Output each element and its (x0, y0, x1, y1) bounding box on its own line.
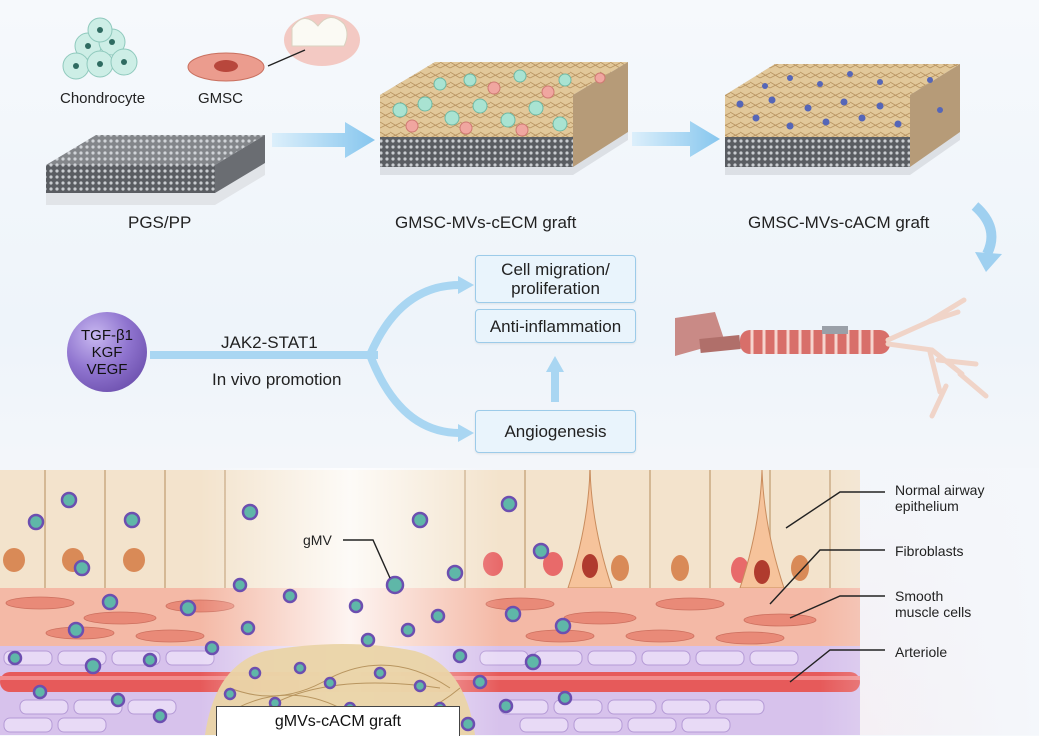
process-arrow-2 (632, 121, 720, 157)
gmv-vesicles (7, 491, 573, 732)
fibroblasts-label: Fibroblasts (895, 543, 964, 559)
chondrocyte-label: Chondrocyte (60, 90, 146, 107)
leader-lines (343, 491, 885, 683)
chondrocyte-cluster-icon (62, 17, 138, 80)
smooth-muscle-label: Smooth muscle cells (895, 588, 971, 620)
factor-tgf: TGF-β1 (81, 326, 133, 344)
jak2-stat1-label: JAK2-STAT1 (221, 333, 318, 352)
epithelium-label-line2: epithelium (895, 498, 959, 514)
pathway-arrows (150, 281, 559, 437)
smooth-muscle-label-line2: muscle cells (895, 604, 972, 620)
epithelium-label: Normal airway epithelium (895, 482, 984, 514)
implant-curve-arrow (971, 202, 997, 257)
growth-factor-sphere: TGF-β1 KGF VEGF (67, 312, 147, 392)
factor-vegf: VEGF (86, 360, 128, 378)
epithelium-label-line1: Normal airway (895, 482, 985, 498)
acm-graft-label: GMSC-MVs-cACM graft (748, 213, 930, 232)
top-illustration (46, 14, 1002, 442)
smooth-muscle-label-line1: Smooth (895, 588, 944, 604)
anti-inflammation-box: Anti-inflammation (475, 309, 636, 343)
gmsc-label: GMSC (198, 90, 243, 107)
pgs-pp-label: PGS/PP (128, 213, 192, 232)
in-vivo-promotion-label: In vivo promotion (212, 370, 342, 389)
gmvs-cacm-graft-label: gMVs-cACM graft (216, 706, 460, 736)
gmsc-cell-icon (187, 52, 265, 82)
ecm-graft-label: GMSC-MVs-cECM graft (395, 213, 577, 232)
tissue-cross-section (0, 468, 1039, 735)
pgs-pp-scaffold-icon (46, 135, 265, 205)
cell-migration-box: Cell migration/ proliferation (475, 255, 636, 303)
gingiva-tooth-icon (267, 14, 360, 67)
arteriole-label: Arteriole (895, 644, 948, 660)
cell-migration-line2: proliferation (511, 279, 600, 298)
acm-graft-block (725, 64, 960, 175)
ecm-graft-block (380, 62, 628, 175)
gmv-label: gMV (303, 532, 332, 548)
factor-kgf: KGF (91, 343, 123, 361)
trachea-illustration (675, 297, 989, 419)
angiogenesis-box: Angiogenesis (475, 410, 636, 453)
process-arrow-1 (272, 122, 375, 158)
cell-migration-line1: Cell migration/ (501, 260, 610, 279)
